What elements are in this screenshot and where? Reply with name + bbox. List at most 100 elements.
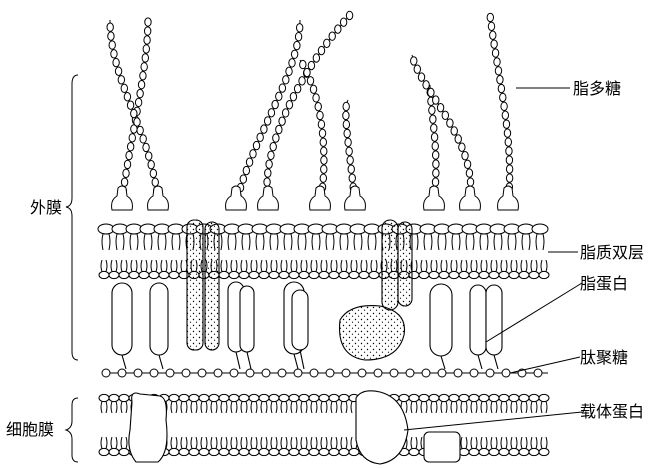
lipid-tail <box>511 260 517 272</box>
lipid-head <box>119 448 129 455</box>
sugar-bead <box>318 46 324 54</box>
lipid-tail <box>368 234 376 250</box>
sugar-bead <box>464 160 470 168</box>
lipoprotein-link <box>294 354 298 369</box>
lipid-tail <box>158 234 166 250</box>
lipid-tail <box>480 234 488 250</box>
sugar-bead <box>286 67 292 75</box>
sugar-bead <box>145 18 151 26</box>
lipid-tail <box>131 260 137 272</box>
label-lipid-bilayer: 脂质双层 <box>580 244 644 262</box>
lipid-tail <box>541 402 547 414</box>
lipoprotein <box>430 284 452 356</box>
sugar-bead <box>264 178 270 186</box>
lipid-tail <box>271 437 277 449</box>
lipid-tail <box>522 234 530 250</box>
lipid-tail <box>271 402 277 414</box>
lipid-tail <box>221 260 227 272</box>
lipid-tail <box>101 260 107 272</box>
sugar-bead <box>490 31 496 39</box>
sugar-bead <box>503 120 509 128</box>
sugar-bead <box>414 65 420 73</box>
lipid-head <box>449 271 459 278</box>
sugar-bead <box>113 58 119 66</box>
peptidoglycan-unit <box>278 369 286 377</box>
lipid-tail <box>312 234 320 250</box>
lipid-tail <box>121 260 127 272</box>
lipid-head <box>529 448 539 455</box>
carrier-protein <box>424 432 460 462</box>
lipid-head <box>509 394 519 401</box>
lipid-tail <box>421 402 427 414</box>
lipid-head <box>532 224 548 234</box>
lipid-tail <box>291 437 297 449</box>
lipid-tail <box>171 402 177 414</box>
brackets <box>66 75 78 462</box>
sugar-bead <box>257 133 263 141</box>
lps-core <box>345 186 366 210</box>
outer-membrane-outer-leaflet <box>98 224 548 250</box>
lipid-tail <box>130 234 138 250</box>
sugar-bead <box>282 109 288 117</box>
lipid-tail <box>221 402 227 414</box>
lipid-head <box>199 448 209 455</box>
lipid-head <box>489 448 499 455</box>
lipid-tail <box>481 260 487 272</box>
sugar-bead <box>423 81 429 89</box>
lipid-head <box>399 394 409 401</box>
lipid-tail <box>501 437 507 449</box>
lipid-head <box>479 448 489 455</box>
lipid-head <box>539 394 549 401</box>
lipid-head <box>469 448 479 455</box>
sugar-bead <box>152 178 158 186</box>
lipid-head <box>259 271 269 278</box>
lipid-head <box>179 448 189 455</box>
lipoproteins <box>112 282 502 369</box>
peptidoglycan-unit <box>534 369 542 377</box>
lps-core <box>258 186 279 210</box>
sugar-bead <box>349 174 355 182</box>
lipid-head <box>499 448 509 455</box>
lipid-head <box>299 448 309 455</box>
lipid-tail <box>341 260 347 272</box>
lipid-head <box>109 394 119 401</box>
lipid-tail <box>521 437 527 449</box>
sugar-bead <box>433 96 439 104</box>
sugar-bead <box>321 165 327 173</box>
lipid-tail <box>501 402 507 414</box>
lipid-head <box>419 394 429 401</box>
lipid-head <box>289 394 299 401</box>
lipid-head <box>239 448 249 455</box>
sugar-bead <box>495 67 501 75</box>
lipid-tail <box>171 260 177 272</box>
lipid-head <box>369 271 379 278</box>
sugar-bead <box>250 150 256 158</box>
sugar-bead <box>346 11 352 19</box>
lipid-head <box>359 271 369 278</box>
leader-line <box>404 412 582 430</box>
lipid-head <box>219 394 229 401</box>
peptidoglycan-unit <box>406 369 414 377</box>
lipid-head <box>259 394 269 401</box>
sugar-bead <box>143 45 149 53</box>
sugar-bead <box>127 143 133 151</box>
peptidoglycan-unit <box>246 369 254 377</box>
sugar-bead <box>289 59 295 67</box>
lipid-tail <box>301 402 307 414</box>
sugar-bead <box>340 18 346 26</box>
lipid-head <box>209 448 219 455</box>
sugar-bead <box>431 124 437 132</box>
lipid-head <box>539 271 549 278</box>
lipid-head <box>209 394 219 401</box>
lipoprotein <box>470 285 486 355</box>
sugar-bead <box>108 32 114 40</box>
lipid-head <box>519 448 529 455</box>
lipid-tail <box>424 234 432 250</box>
sugar-bead <box>492 49 498 57</box>
sugar-bead <box>276 125 282 133</box>
lipid-tail <box>102 234 110 250</box>
sugar-bead <box>144 27 150 35</box>
label-outer-membrane: 外膜 <box>30 199 62 217</box>
sugar-bead <box>431 133 437 141</box>
sugar-bead <box>264 117 270 125</box>
